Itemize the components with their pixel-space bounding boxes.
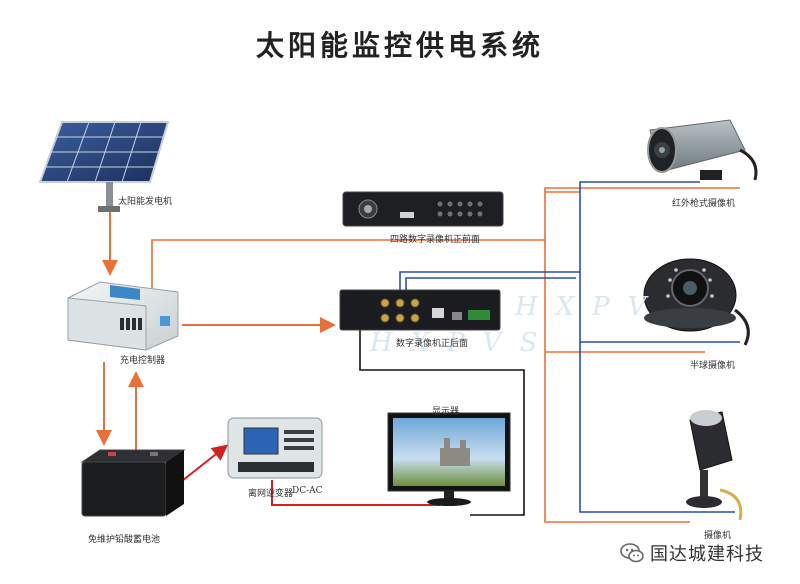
label-dc-ac: DC-AC	[292, 486, 323, 496]
dome-camera	[643, 258, 750, 346]
label-inverter: 离网逆变器	[248, 489, 294, 499]
label-dvr-back: 数字录像机正后面	[396, 339, 469, 349]
camera-power-bus	[544, 240, 690, 523]
inverter-to-monitor-wire	[271, 480, 440, 506]
label-controller: 充电控制器	[120, 356, 166, 366]
wires	[96, 181, 740, 523]
label-nvr-front: 四路数字录像机正前面	[390, 235, 481, 245]
label-solar-panel: 太阳能发电机	[118, 197, 173, 207]
solar-panel	[38, 121, 170, 212]
bullet-camera	[686, 410, 743, 521]
nvr-front	[342, 191, 504, 227]
wechat-icon	[620, 543, 644, 563]
watermark-line-1: HXPV	[515, 292, 665, 322]
battery	[80, 449, 186, 517]
ir-bullet-camera	[647, 119, 758, 181]
label-battery: 免维护铅酸蓄电池	[88, 535, 161, 545]
dvr-back	[339, 289, 501, 331]
label-camera: 摄像机	[704, 531, 732, 541]
brand-footer: 国达城建科技	[620, 538, 764, 568]
off-grid-inverter	[227, 417, 323, 479]
diagram-title: 太阳能监控供电系统	[255, 29, 544, 62]
dvr-to-monitor-wire	[359, 330, 525, 516]
monitor	[387, 412, 511, 506]
label-dome-camera: 半球摄像机	[690, 361, 736, 371]
label-monitor: 显示器	[432, 407, 460, 417]
watermark-line-2: HXPVS	[370, 328, 556, 358]
label-ir-camera: 红外枪式摄像机	[672, 199, 736, 209]
brand-name: 国达城建科技	[650, 544, 764, 565]
charge-controller	[67, 281, 179, 351]
